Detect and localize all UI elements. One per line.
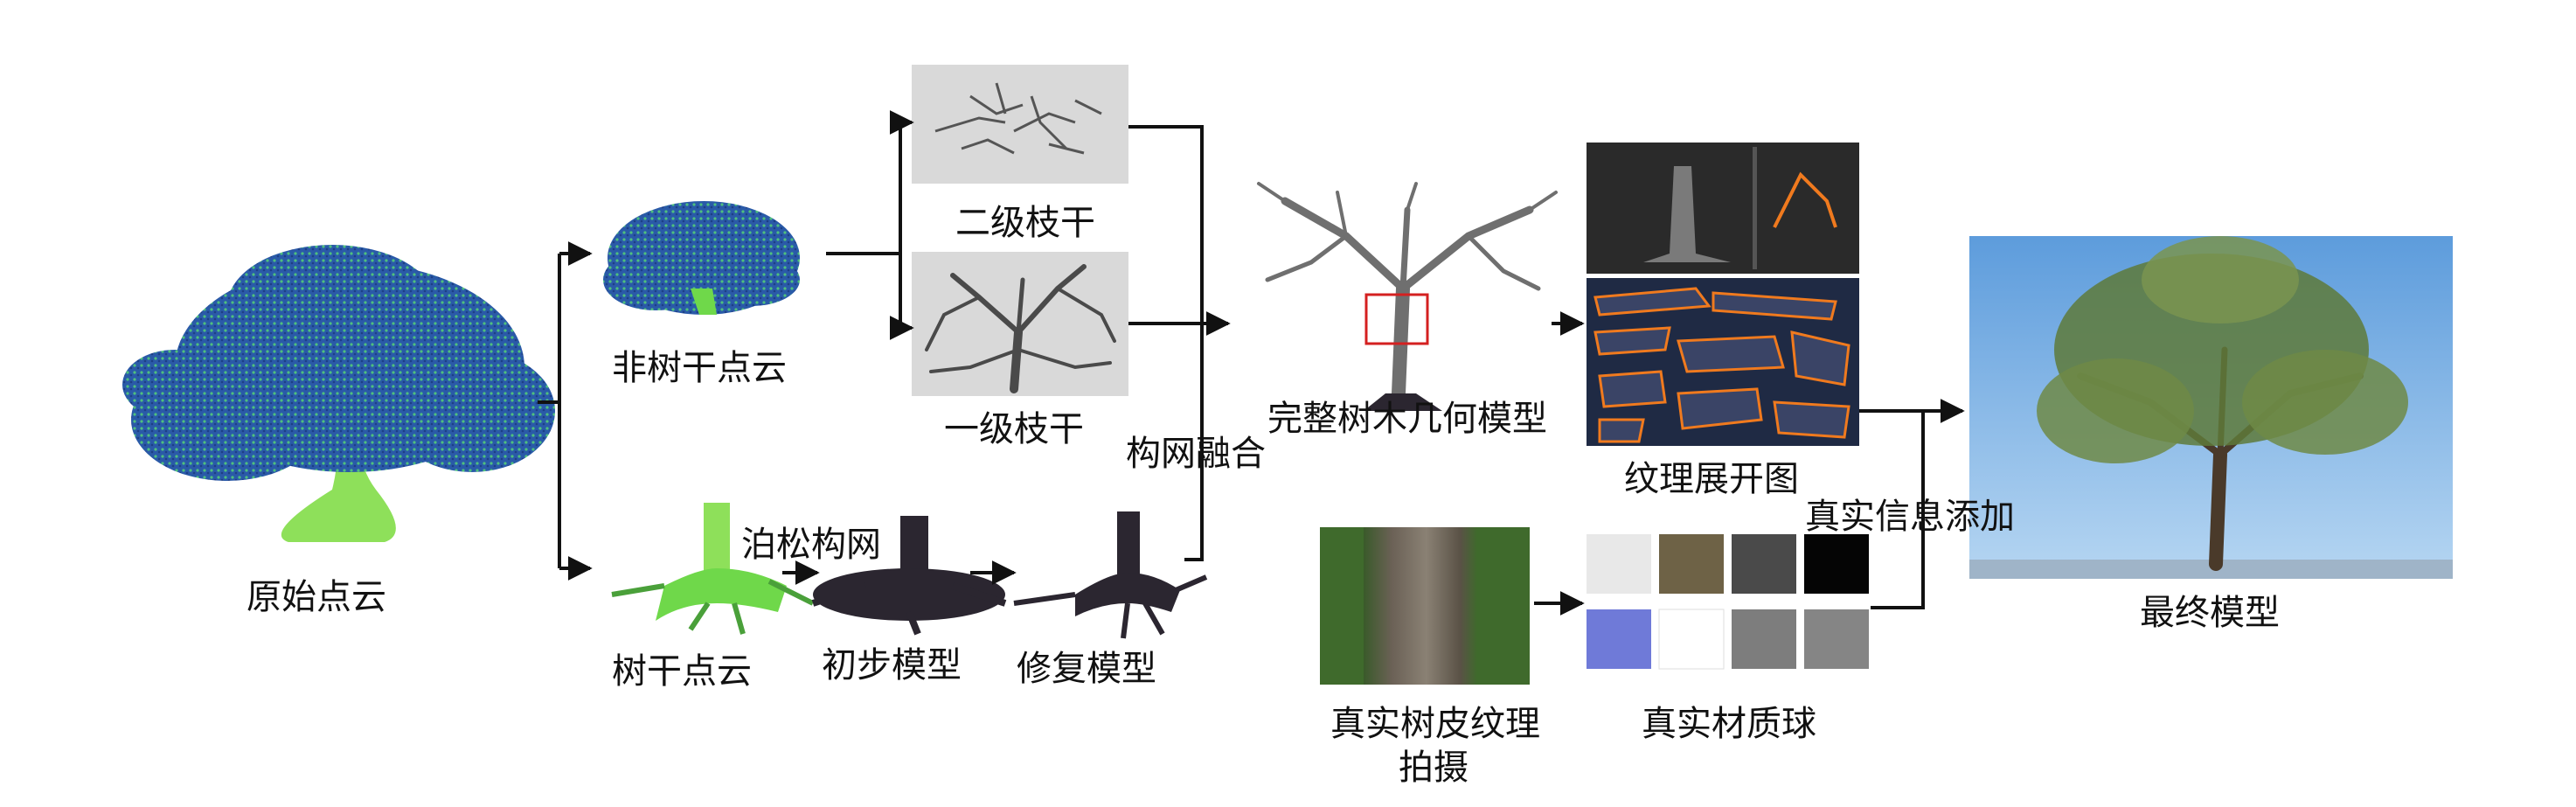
initial-model-image [811, 516, 1007, 636]
secondary-branch-label: 二级枝干 [955, 203, 1095, 243]
poisson-meshing-label: 泊松构网 [741, 525, 881, 565]
bark-photo-label-line2: 拍摄 [1399, 748, 1469, 788]
primary-branch-label: 一级枝干 [944, 409, 1084, 449]
material-balls-label: 真实材质球 [1642, 704, 1816, 744]
final-model-image [1969, 236, 2453, 579]
raw-point-cloud-label: 原始点云 [246, 577, 386, 617]
bark-photo-image [1320, 527, 1530, 685]
raw-point-cloud-image [122, 245, 555, 542]
complete-geometry-image [1257, 182, 1558, 411]
non-trunk-cloud-label: 非树干点云 [612, 348, 787, 388]
initial-model-label: 初步模型 [822, 645, 962, 685]
trunk-point-cloud-label: 树干点云 [612, 651, 752, 692]
secondary-branch-image [912, 65, 1128, 184]
trunk-point-cloud-image [611, 503, 815, 635]
flow-arrows [538, 110, 1965, 616]
repaired-model-label: 修复模型 [1017, 649, 1156, 689]
non-trunk-cloud-image [603, 201, 800, 315]
final-model-label: 最终模型 [2140, 593, 2280, 633]
uv-unwrap-image [1587, 143, 1859, 446]
mesh-fusion-label: 构网融合 [1126, 434, 1266, 474]
primary-branch-image [912, 252, 1128, 396]
complete-geometry-label: 完整树木几何模型 [1267, 399, 1547, 439]
bark-photo-label-line1: 真实树皮纹理 [1330, 704, 1540, 744]
add-real-info-label: 真实信息添加 [1805, 497, 2015, 537]
uv-unwrap-label: 纹理展开图 [1624, 459, 1799, 499]
repaired-model-image [1013, 511, 1208, 639]
material-balls-grid [1587, 534, 1869, 670]
